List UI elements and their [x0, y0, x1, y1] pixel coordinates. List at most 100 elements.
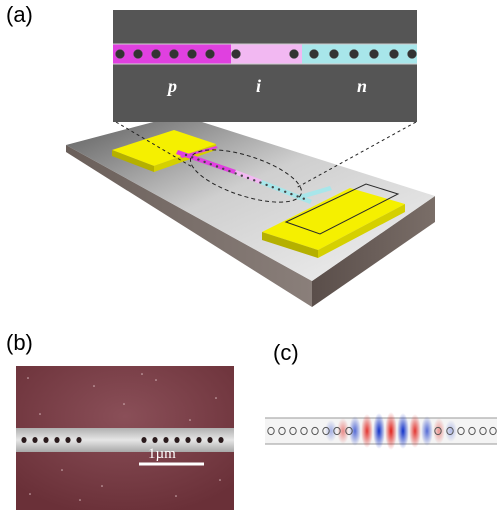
chip-hole [203, 160, 206, 164]
chip-hole [197, 158, 200, 161]
chip-hole [302, 197, 305, 200]
i-region [231, 44, 302, 64]
chip-hole [240, 174, 243, 177]
inset-hole [389, 49, 399, 59]
inset-hole [205, 49, 215, 59]
field-hole [446, 426, 454, 436]
sem-hole [196, 437, 202, 443]
sem-holes [21, 437, 224, 443]
inset-hole [169, 49, 179, 59]
chip-hole [209, 163, 212, 166]
p-label: p [166, 76, 177, 96]
zoom-inset: p i n [113, 10, 417, 122]
chip-hole [284, 190, 287, 193]
chip-hole [265, 183, 268, 187]
sem-particle [93, 385, 95, 387]
field-lobe [409, 414, 421, 448]
sem-particle [175, 495, 177, 497]
field-hole [267, 426, 275, 436]
substrate-front-face [66, 145, 312, 307]
sem-hole [218, 437, 224, 443]
sem-hole [207, 437, 213, 443]
sem-particle [189, 419, 191, 421]
field-lobe [397, 413, 409, 449]
sem-image: 1µm [16, 366, 234, 510]
sem-hole [141, 437, 147, 443]
inset-hole [231, 49, 241, 59]
field-hole [457, 426, 465, 436]
sem-hole [174, 437, 180, 443]
field-hole [434, 426, 442, 436]
sem-hole [32, 437, 38, 443]
field-lobe [421, 416, 433, 446]
inset-hole [329, 49, 339, 59]
panel-label-a: (a) [6, 2, 33, 27]
inset-holes [115, 49, 417, 59]
sem-particle [123, 403, 125, 405]
sem-particle [61, 469, 63, 471]
inset-hole [407, 49, 417, 59]
field-lobe [361, 414, 373, 448]
chip-hole [246, 176, 250, 180]
n-contact-pad [262, 183, 405, 258]
zoom-line-right [295, 121, 417, 189]
field-holes [267, 426, 497, 436]
field-hole [311, 426, 319, 436]
sem-particle [215, 397, 217, 399]
sem-hole [185, 437, 191, 443]
chip-hole [184, 153, 188, 157]
panel-label-c: (c) [273, 340, 299, 365]
field-hole [345, 426, 353, 436]
sem-particle [141, 373, 143, 375]
chip-hole [191, 156, 194, 159]
field-lobe [337, 418, 349, 444]
n-label: n [357, 76, 367, 96]
chip-hole [253, 179, 256, 182]
sem-particle [29, 493, 31, 495]
field-lobe [349, 416, 361, 446]
zoom-ellipse [189, 149, 303, 203]
sem-hole [54, 437, 60, 443]
inset-hole [133, 49, 143, 59]
field-lobes [325, 412, 457, 450]
field-lobe [325, 420, 337, 442]
sem-hole [21, 437, 27, 443]
inset-hole [115, 49, 125, 59]
field-hole [278, 426, 286, 436]
chip-hole [271, 186, 274, 189]
sem-particle [155, 379, 157, 381]
substrate-side-face [312, 196, 435, 307]
sem-hole [43, 437, 49, 443]
inset-hole [349, 49, 359, 59]
inset-hole [369, 49, 379, 59]
device-3d [66, 115, 435, 307]
field-lobe [433, 418, 445, 444]
field-lobe [385, 412, 397, 450]
field-lobe [373, 413, 385, 449]
inset-hole [187, 49, 197, 59]
sem-hole [163, 437, 169, 443]
field-hole [333, 426, 341, 436]
sem-particle [219, 479, 221, 481]
chip-hole [228, 169, 231, 173]
inset-hole [289, 49, 299, 59]
sem-hole [65, 437, 71, 443]
field-profile [265, 412, 497, 450]
chip-hole [215, 165, 219, 168]
chip-hole [222, 167, 225, 170]
chip-hole [290, 192, 293, 196]
field-lobe [445, 420, 457, 442]
sem-particle [39, 413, 41, 415]
panel-label-b: (b) [6, 330, 33, 355]
chip-hole [234, 172, 237, 175]
i-label: i [256, 76, 261, 96]
inset-hole [309, 49, 319, 59]
sem-hole [76, 437, 82, 443]
sem-particle [101, 485, 103, 487]
sem-hole [152, 437, 158, 443]
field-hole [489, 426, 497, 436]
scale-bar-label: 1µm [148, 446, 176, 462]
field-hole [479, 426, 487, 436]
chip-hole [277, 188, 281, 191]
